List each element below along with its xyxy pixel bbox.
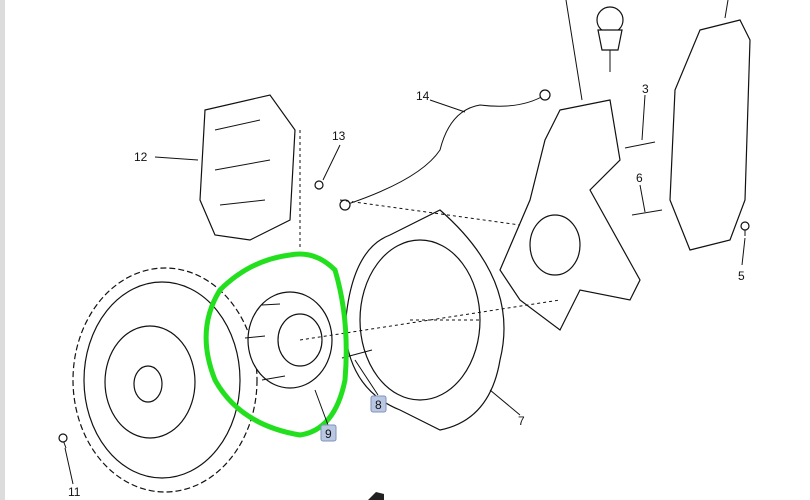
callout-14: 14 (416, 89, 430, 103)
callout-6: 6 (636, 171, 643, 185)
brake-caliper (199, 94, 296, 241)
cursor-icon (368, 492, 384, 500)
callout-5: 5 (738, 269, 745, 283)
callout-3: 3 (642, 82, 649, 96)
splash-shield (669, 0, 751, 251)
callout-7: 7 (518, 414, 525, 428)
callout-13: 13 (332, 129, 346, 143)
callout-8-badge (370, 395, 387, 413)
callout-9-badge (320, 424, 337, 442)
callout-12: 12 (134, 150, 148, 164)
wheel-hub-bearing (244, 291, 333, 389)
steering-knuckle (499, 99, 641, 331)
window-edge (0, 0, 5, 500)
callout-9: 9 (325, 427, 332, 441)
callout-11: 11 (68, 485, 81, 499)
highlight-circle (203, 251, 349, 438)
bolts (58, 141, 750, 449)
wheel-speed-sensor (339, 89, 551, 211)
ball-joint (565, 0, 624, 101)
brake-rotor (72, 267, 258, 493)
callout-8: 8 (375, 398, 382, 412)
